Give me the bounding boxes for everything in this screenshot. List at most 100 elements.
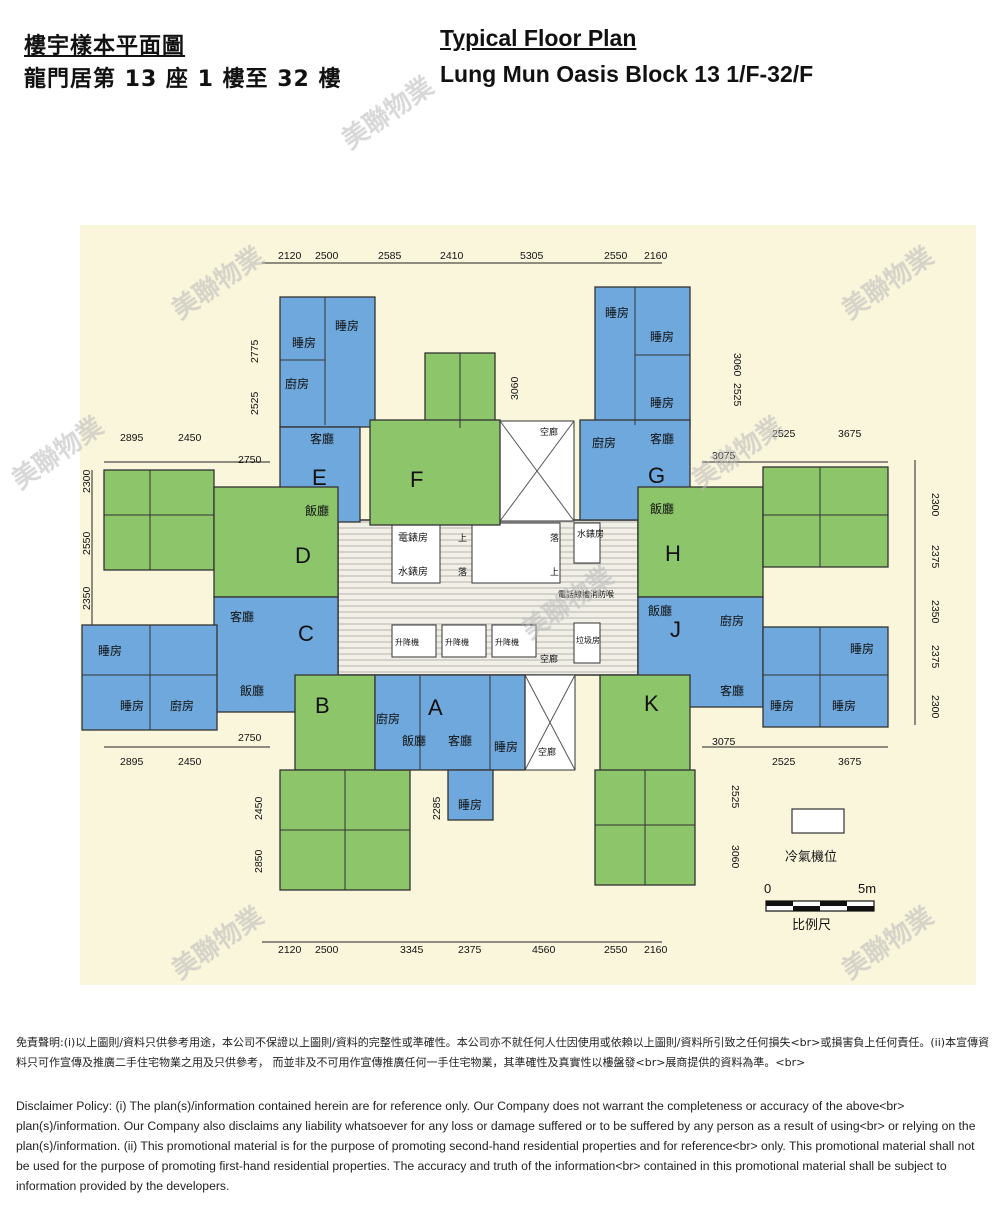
room-e-bedroom-1: 睡房 [292,335,316,350]
dim-right-upper-3: 3675 [838,428,862,440]
room-e-living: 客廳 [310,431,334,446]
dim-g-vertical-1: 3060 [731,353,743,377]
dim-bottom-3: 3345 [400,944,424,956]
room-g-bedroom-1: 睡房 [605,305,629,320]
unit-j [637,596,889,728]
dim-right-side-3: 2350 [929,600,941,624]
room-c-bedroom-2: 睡房 [120,698,144,713]
dim-left-upper-2: 2450 [178,432,202,444]
void-bottom-label: 空廊 [538,746,556,758]
unit-e-letter: E [312,465,327,490]
room-a-bedroom-1: 睡房 [494,739,518,754]
stair-down-right: 落 [550,532,559,544]
dim-bottom-5: 4560 [532,944,556,956]
floor-plan-frame: 2120 2500 2585 2410 5305 2550 2160 2120 … [80,225,976,985]
dim-top-5: 5305 [520,250,544,262]
interior-partitions [82,287,888,890]
void-top-label: 空廊 [540,426,558,438]
dimension-lines [91,262,916,943]
unit-c-letter: C [298,621,314,646]
room-e-dining: 飯廳 [305,503,329,518]
dim-g-vertical-2: 2525 [731,383,743,407]
dim-top-4: 2410 [440,250,464,262]
unit-f [369,352,501,526]
disclaimer-en: Disclaimer Policy: (i) The plan(s)/infor… [16,1099,976,1193]
unit-h-letter: H [665,541,681,566]
room-a-dining: 飯廳 [402,733,426,748]
void-mid-label: 空廊 [540,653,558,665]
dim-bottom-1: 2120 [278,944,302,956]
dim-left-lower-1: 2750 [238,732,262,744]
page-subtitle-zh: 龍門居第 13 座 1 樓至 32 樓 [24,67,342,92]
dim-b-vertical-1: 2450 [253,796,265,820]
stair-down-left: 落 [458,566,467,578]
dim-top-3: 2585 [378,250,402,262]
unit-b-letter: B [315,693,330,718]
dim-k-vertical-2: 3060 [729,845,741,869]
unit-g-letter: G [648,463,665,488]
legend: 冷氣機位 0 5m 比例尺 [764,808,876,933]
dim-right-side-4: 2375 [929,645,941,669]
lift-1-label: 升降機 [395,637,419,647]
dim-top-2: 2500 [315,250,339,262]
dim-a-vertical: 2285 [431,796,443,820]
dim-top-7: 2160 [644,250,668,262]
room-g-living: 客廳 [650,431,674,446]
room-c-dining: 飯廳 [240,683,264,698]
stair-up-right: 上 [550,567,559,578]
dim-left-upper-3: 2750 [238,454,262,466]
dim-f-vertical: 3060 [509,376,521,400]
unit-d [103,469,339,598]
stair-up-left: 上 [458,533,467,544]
room-c-living: 客廳 [230,609,254,624]
lift-2-label: 升降機 [445,637,469,647]
page-title-en: Typical Floor Plan [440,25,637,51]
room-a-living: 客廳 [448,733,472,748]
dim-e-vertical-2: 2525 [249,391,261,415]
dim-bottom-4: 2375 [458,944,482,956]
scale-end: 5m [858,881,876,896]
room-g-kitchen: 廚房 [592,435,616,450]
water-room-left-label: 水錶房 [398,565,428,578]
fire-room-label: 電話線槽消防喉 [558,589,614,599]
room-e-bedroom-2: 睡房 [335,318,359,333]
electric-room-label: 電錶房 [398,531,428,544]
room-j-living: 客廳 [720,683,744,698]
dim-bottom-6: 2550 [604,944,628,956]
room-c-bedroom-1: 睡房 [98,643,122,658]
dim-right-lower-3: 3675 [838,756,862,768]
dim-left-side-2: 2550 [81,531,93,555]
ac-label: 冷氣機位 [785,850,837,865]
room-j-dining: 飯廳 [648,603,672,618]
room-g-bedroom-2: 睡房 [650,329,674,344]
unit-a-letter: A [428,695,443,720]
room-g-dining: 飯廳 [650,501,674,516]
dim-right-side-1: 2300 [929,493,941,517]
room-e-kitchen: 廚房 [285,376,309,391]
dim-top-6: 2550 [604,250,628,262]
building-core [337,420,639,771]
unit-j-letter: J [670,617,681,642]
room-j-bedroom-3: 睡房 [832,698,856,713]
dim-right-upper-1: 3075 [712,450,736,462]
room-a-bedroom-2: 睡房 [458,797,482,812]
unit-f-letter: F [410,467,423,492]
dim-bottom-2: 2500 [315,944,339,956]
dim-left-lower-2: 2895 [120,756,144,768]
dim-e-vertical-1: 2775 [249,339,261,363]
dim-left-lower-3: 2450 [178,756,202,768]
dim-bottom-7: 2160 [644,944,668,956]
water-room-right-label: 水錶房 [577,528,604,540]
dim-right-upper-2: 2525 [772,428,796,440]
dim-k-vertical-1: 2525 [729,785,741,809]
page-title-zh: 樓宇樣本平面圖 [24,34,186,59]
room-j-kitchen: 廚房 [720,613,744,628]
refuse-room-label: 垃圾房 [576,635,600,645]
room-a-kitchen: 廚房 [376,711,400,726]
dim-left-upper-1: 2895 [120,432,144,444]
unit-g [579,286,691,521]
dim-right-lower-2: 2525 [772,756,796,768]
dim-right-lower-1: 3075 [712,736,736,748]
dim-top-1: 2120 [278,250,302,262]
room-j-bedroom-2: 睡房 [770,698,794,713]
